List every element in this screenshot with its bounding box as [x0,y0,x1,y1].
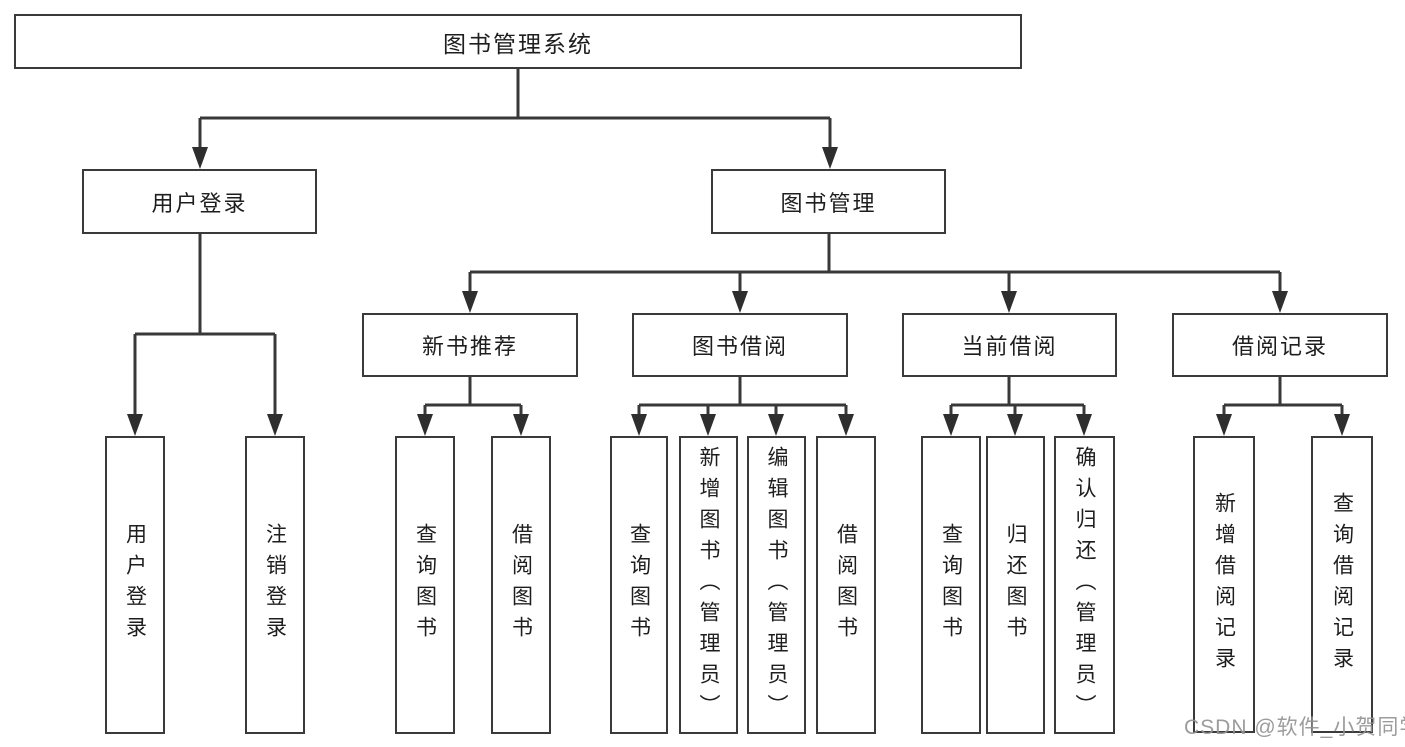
leaf-confirm-return-admin: 确认归还（管理员） [1054,436,1115,734]
arrowheads [127,147,1350,436]
node-current-borrow: 当前借阅 [902,313,1117,377]
leaf-label: 编辑图书（管理员） [765,445,789,725]
leaf-edit-books-admin: 编辑图书（管理员） [747,436,806,734]
leaf-label: 查询图书 [939,523,963,647]
leaf-label: 查询借阅记录 [1330,491,1354,678]
leaf-label: 查询图书 [627,523,651,647]
leaf-label: 查询图书 [413,523,437,647]
leaf-query-books-current: 查询图书 [921,436,981,734]
leaf-label: 注销登录 [263,523,287,647]
node-library-management-system: 图书管理系统 [14,14,1022,69]
leaf-label: 借阅图书 [834,523,858,647]
leaf-add-borrow-record: 新增借阅记录 [1193,436,1255,733]
leaf-logout: 注销登录 [245,436,305,734]
leaf-label: 确认归还（管理员） [1073,445,1097,725]
csdn-watermark: CSDN @软件_小贺同学 [1184,716,1405,739]
leaf-return-books: 归还图书 [986,436,1045,734]
node-new-book-recommend: 新书推荐 [362,313,578,377]
node-label: 借阅记录 [1231,334,1328,359]
leaf-label: 归还图书 [1004,523,1028,647]
node-label: 图书管理 [780,190,877,216]
node-label: 图书借阅 [691,334,788,359]
leaf-label: 借阅图书 [509,523,533,647]
node-label: 用户登录 [151,190,248,216]
leaf-query-books-recommend: 查询图书 [395,436,455,734]
leaf-query-borrow-record: 查询借阅记录 [1311,436,1373,733]
leaf-add-books-admin: 新增图书（管理员） [679,436,738,734]
leaf-user-login: 用户登录 [105,436,165,734]
node-user-login: 用户登录 [82,169,317,234]
node-label: 图书管理系统 [443,30,593,57]
node-book-borrow: 图书借阅 [632,313,848,377]
leaf-label: 新增借阅记录 [1212,491,1236,678]
leaf-borrow-books-borrow: 借阅图书 [816,436,876,734]
leaf-query-books-borrow: 查询图书 [610,436,668,734]
node-label: 当前借阅 [961,334,1058,359]
node-label: 新书推荐 [421,334,518,359]
leaf-borrow-books-recommend: 借阅图书 [491,436,551,734]
leaf-label: 新增图书（管理员） [697,445,721,725]
node-book-management: 图书管理 [711,169,946,234]
node-borrow-records: 借阅记录 [1172,313,1388,377]
leaf-label: 用户登录 [123,523,147,647]
